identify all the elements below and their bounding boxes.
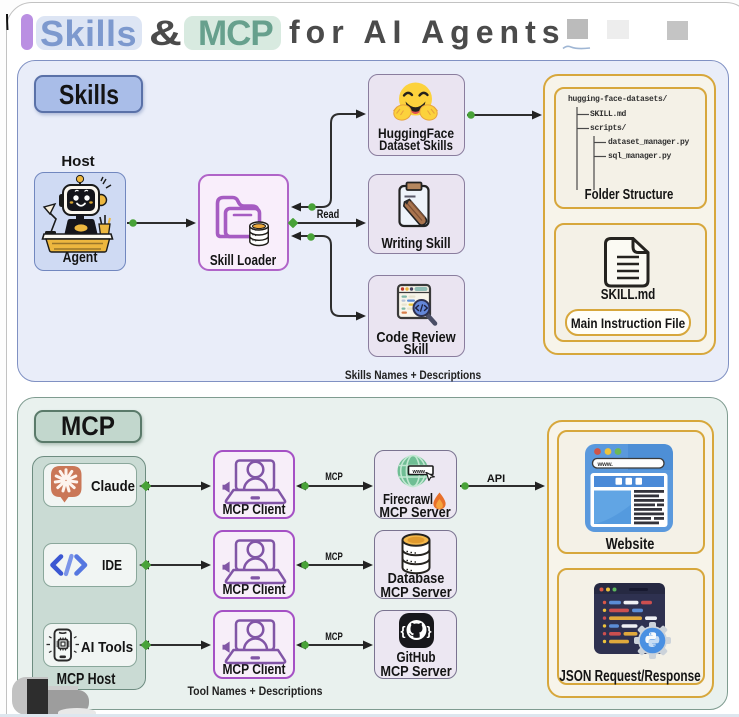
svg-text:{: { xyxy=(401,624,406,639)
svg-text:www.: www. xyxy=(597,461,614,468)
svg-text:www.: www. xyxy=(412,469,427,475)
svg-text:}: } xyxy=(427,624,432,639)
